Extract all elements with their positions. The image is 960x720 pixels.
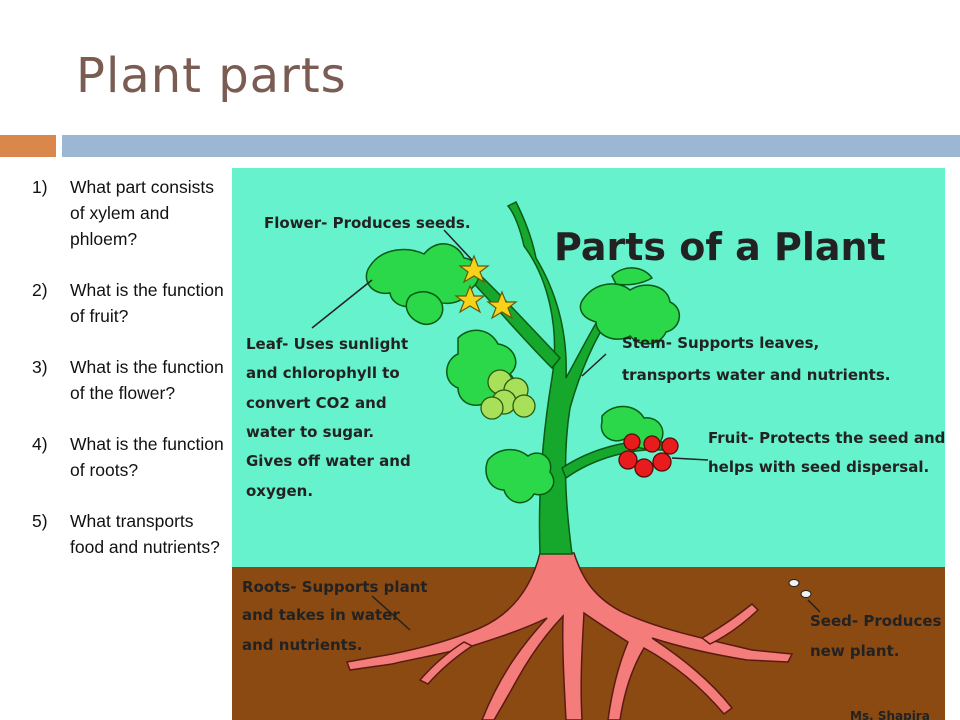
- roots-label: Roots- Supports plant and takes in water…: [242, 578, 428, 654]
- unripe-fruit-shapes: [480, 369, 536, 420]
- roots-label-line: Roots- Supports plant: [242, 578, 428, 596]
- seed-label: Seed- Produces new plant.: [810, 612, 942, 660]
- artist-signature: Ms. Shapira: [850, 709, 930, 720]
- sky-background: [232, 168, 945, 567]
- flower-label: Flower- Produces seeds.: [264, 214, 471, 232]
- question-text: What is the function of fruit?: [70, 280, 224, 326]
- roots-shape: [345, 552, 794, 720]
- fruit-label: Fruit- Protects the seed and helps with …: [708, 429, 945, 476]
- stem-label-line: Stem- Supports leaves,: [622, 334, 819, 352]
- slide-title: Plant parts: [76, 48, 347, 104]
- question-text: What part consists of xylem and phloem?: [70, 177, 214, 249]
- seed-label-line: Seed- Produces: [810, 612, 942, 630]
- question-text: What is the function of the flower?: [70, 357, 224, 403]
- label-pointer-lines: [311, 229, 821, 631]
- stem-label-line: transports water and nutrients.: [622, 366, 890, 384]
- question-item: 2) What is the function of fruit?: [32, 277, 228, 329]
- title-accent-bar-orange: [0, 135, 56, 157]
- leaf-label-line: and chlorophyll to: [246, 364, 400, 382]
- roots-label-line: and nutrients.: [242, 636, 362, 654]
- leaf-label-line: Gives off water and: [246, 452, 411, 470]
- title-accent-bar-blue: [62, 135, 960, 157]
- question-number: 3): [32, 357, 48, 377]
- leaf-label-line: convert CO2 and: [246, 394, 387, 412]
- stem-label: Stem- Supports leaves, transports water …: [622, 334, 890, 384]
- question-item: 4) What is the function of roots?: [32, 431, 228, 483]
- question-item: 3) What is the function of the flower?: [32, 354, 228, 406]
- question-number: 4): [32, 434, 48, 454]
- fruit-label-line: Fruit- Protects the seed and: [708, 429, 945, 447]
- plant-diagram: Parts of a Plant Flower- Produces seeds.…: [232, 168, 945, 720]
- question-number: 1): [32, 177, 48, 197]
- question-text: What transports food and nutrients?: [70, 511, 220, 557]
- leaf-label-line: oxygen.: [246, 482, 313, 500]
- flower-shapes: [454, 254, 518, 320]
- question-number: 2): [32, 280, 48, 300]
- question-item: 5) What transports food and nutrients?: [32, 508, 228, 560]
- leaf-label-line: water to sugar.: [246, 423, 374, 441]
- diagram-title: Parts of a Plant: [554, 225, 886, 269]
- seed-label-line: new plant.: [810, 642, 899, 660]
- leaf-label: Leaf- Uses sunlight and chlorophyll to c…: [246, 335, 411, 500]
- fruit-shapes: [618, 433, 679, 478]
- seed-shapes: [788, 579, 812, 598]
- question-list: 1) What part consists of xylem and phloem…: [32, 174, 228, 585]
- question-text: What is the function of roots?: [70, 434, 224, 480]
- question-number: 5): [32, 511, 48, 531]
- leaf-label-line: Leaf- Uses sunlight: [246, 335, 408, 353]
- roots-label-line: and takes in water: [242, 606, 400, 624]
- fruit-label-line: helps with seed dispersal.: [708, 458, 929, 476]
- question-item: 1) What part consists of xylem and phloem…: [32, 174, 228, 252]
